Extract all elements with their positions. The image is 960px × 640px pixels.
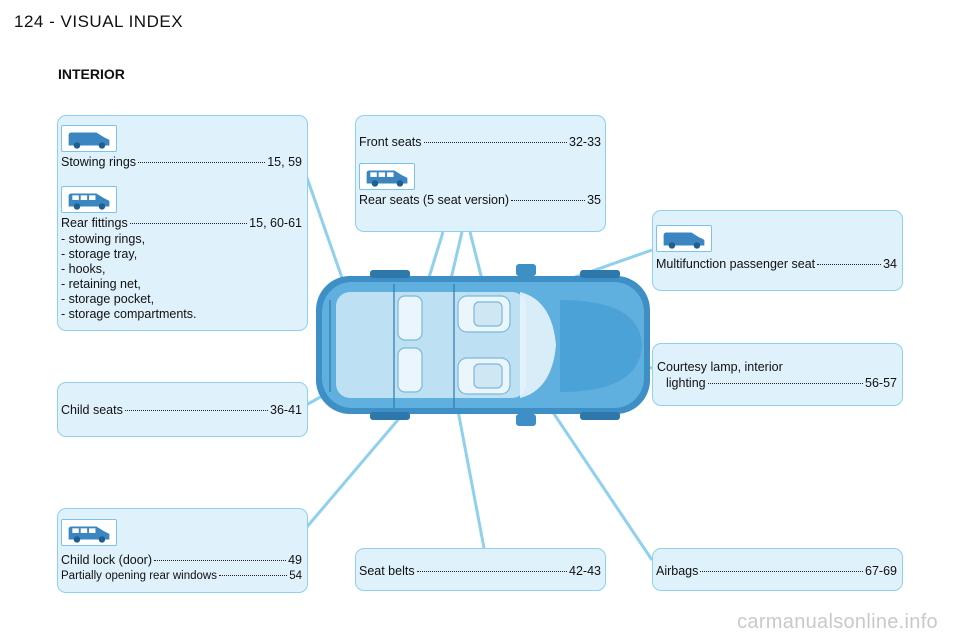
leader-dots — [423, 142, 568, 143]
van-windows-icon — [61, 519, 117, 546]
airbags-entry: Airbags 67-69 — [656, 564, 897, 578]
front-seats-page: 32-33 — [569, 135, 601, 149]
airbags-box — [652, 548, 903, 591]
list-item: - stowing rings, — [61, 232, 146, 246]
leader-dots — [707, 383, 864, 384]
leader-dots — [700, 571, 864, 572]
leader-dots — [129, 223, 248, 224]
rear-seats-page: 35 — [587, 193, 601, 207]
courtesy-page: 56-57 — [865, 376, 897, 390]
page-header: 124 - VISUAL INDEX — [14, 12, 183, 32]
leader-dots — [511, 200, 586, 201]
courtesy-box — [652, 343, 903, 406]
door-lines — [329, 284, 455, 408]
rear-fittings-page: 15, 60-61 — [249, 216, 302, 230]
seat-belts-box — [355, 548, 606, 591]
courtesy-entry: lighting 56-57 — [666, 376, 897, 390]
child-seats-entry: Child seats 36-41 — [61, 403, 302, 417]
page-number: 124 — [14, 12, 44, 31]
partial-windows-page: 54 — [289, 570, 302, 582]
header-separator: - — [49, 12, 56, 31]
leader-dots — [416, 571, 568, 572]
airbags-label: Airbags — [656, 564, 699, 578]
child-seats-label: Child seats — [61, 403, 123, 417]
seat-belts-page: 42-43 — [569, 564, 601, 578]
van-windows-icon — [359, 163, 415, 190]
leader-dots — [817, 264, 882, 265]
child-lock-entry: Child lock (door) 49 — [61, 553, 302, 567]
child-seats-page: 36-41 — [270, 403, 302, 417]
child-lock-page: 49 — [288, 553, 302, 567]
airbags-page: 67-69 — [865, 564, 897, 578]
section-title: INTERIOR — [58, 66, 125, 82]
rear-seats-entry: Rear seats (5 seat version) 35 — [359, 193, 601, 207]
leader-dots — [138, 162, 266, 163]
stowing-rings-label: Stowing rings — [61, 155, 137, 169]
rear-fittings-list: - stowing rings, - storage tray, - hooks… — [61, 232, 196, 322]
car-body — [316, 264, 650, 426]
courtesy-label-line2: lighting — [666, 376, 706, 390]
partial-windows-label: Partially opening rear windows — [61, 570, 217, 582]
leader-dots — [124, 410, 269, 411]
list-item: - storage tray, — [61, 247, 138, 261]
multifunction-label: Multifunction passenger seat — [656, 257, 816, 271]
watermark: carmanualsonline.info — [737, 611, 938, 633]
list-item: - storage compartments. — [61, 307, 197, 321]
rear-fittings-entry: Rear fittings 15, 60-61 — [61, 216, 302, 230]
stowing-rings-page: 15, 59 — [267, 155, 302, 169]
car-seats — [397, 295, 511, 395]
list-item: - hooks, — [61, 262, 106, 276]
seat-belts-entry: Seat belts 42-43 — [359, 564, 601, 578]
list-item: - storage pocket, — [61, 292, 155, 306]
leader-dots — [218, 575, 288, 576]
list-item: - retaining net, — [61, 277, 141, 291]
van-icon — [656, 225, 712, 252]
front-seats-label: Front seats — [359, 135, 422, 149]
child-seats-box — [57, 382, 308, 437]
van-icon — [61, 125, 117, 152]
seat-belts-label: Seat belts — [359, 564, 415, 578]
child-lock-label: Child lock (door) — [61, 553, 153, 567]
page-title: VISUAL INDEX — [60, 12, 184, 31]
van-windows-icon — [61, 186, 117, 213]
partial-windows-entry: Partially opening rear windows 54 — [61, 570, 302, 582]
front-seats-entry: Front seats 32-33 — [359, 135, 601, 149]
rear-fittings-label: Rear fittings — [61, 216, 128, 230]
multifunction-page: 34 — [883, 257, 897, 271]
stowing-rings-entry: Stowing rings 15, 59 — [61, 155, 302, 169]
rear-seats-label: Rear seats (5 seat version) — [359, 193, 510, 207]
leader-dots — [154, 560, 287, 561]
courtesy-label-line1: Courtesy lamp, interior — [657, 360, 783, 374]
multifunction-entry: Multifunction passenger seat 34 — [656, 257, 897, 271]
